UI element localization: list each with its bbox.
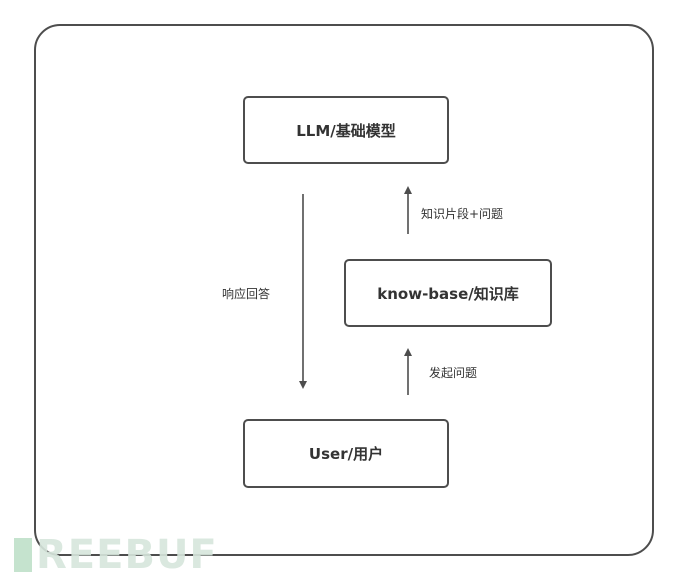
watermark-text: REEBUF [36, 532, 218, 578]
watermark-logo-mark [14, 538, 32, 572]
edge-label-response: 响应回答 [222, 287, 271, 301]
user-node: User/用户 [243, 419, 449, 488]
edge-label-knowledge-question: 知识片段+问题 [421, 207, 504, 221]
freebuf-watermark: REEBUF [14, 532, 218, 578]
llm-node: LLM/基础模型 [243, 96, 449, 164]
edge-label-ask-question: 发起问题 [429, 366, 478, 380]
knowledge-base-node: know-base/知识库 [344, 259, 552, 327]
llm-node-label: LLM/基础模型 [296, 121, 396, 140]
user-node-label: User/用户 [308, 445, 384, 463]
knowledge-base-node-label: know-base/知识库 [377, 284, 519, 303]
